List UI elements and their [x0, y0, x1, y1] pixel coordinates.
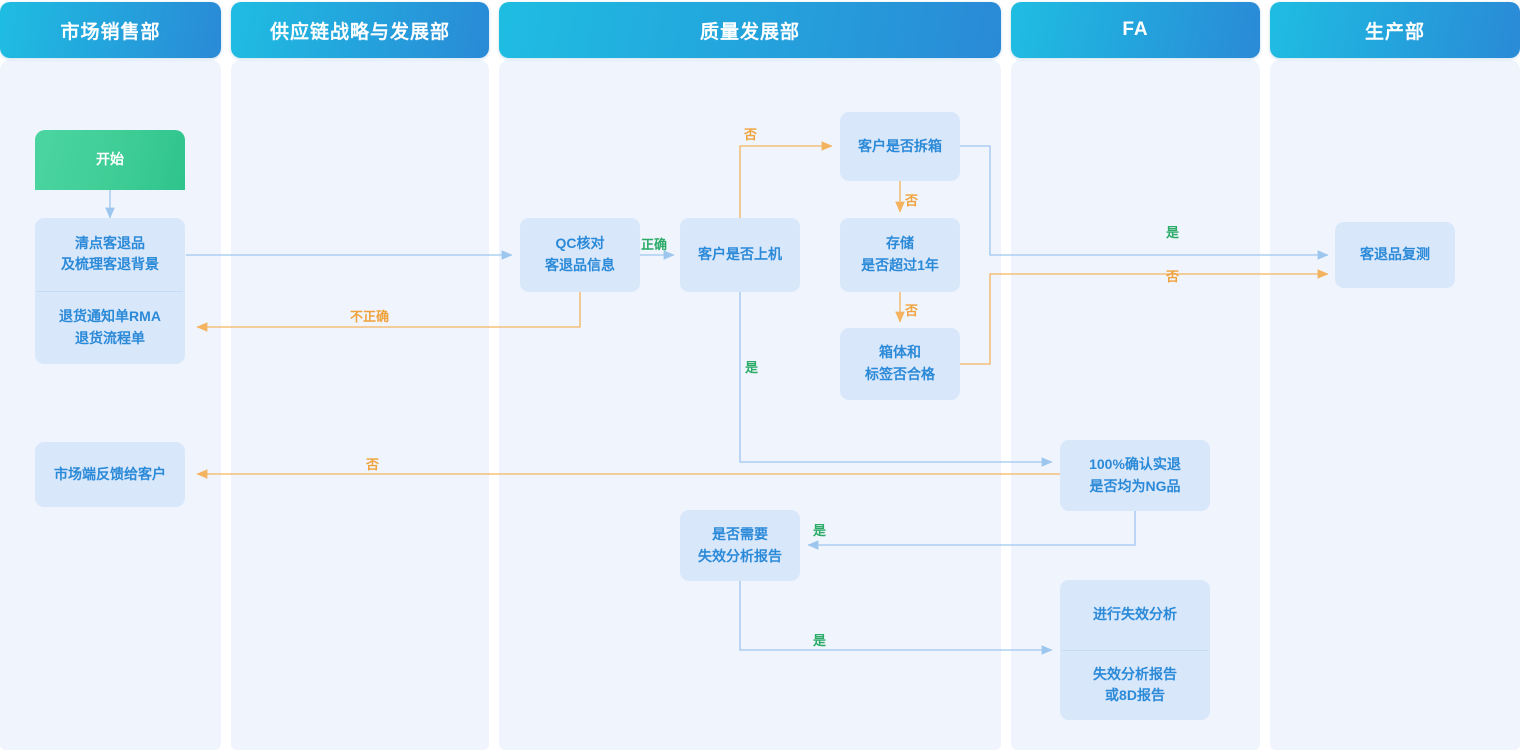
edge-label-no-market: 否 — [366, 457, 380, 472]
edge-label-yes-onboard: 是 — [745, 360, 759, 375]
lane-header-fa[interactable]: FA — [1011, 2, 1260, 58]
node-qc-check-line2: 客退品信息 — [545, 257, 615, 273]
node-do-fa-label: 进行失效分析 — [1093, 605, 1177, 622]
node-do-fa[interactable]: 进行失效分析 — [1060, 580, 1210, 650]
node-returns-stack[interactable]: 清点客退品 及梳理客退背景 退货通知单RMA 退货流程单 — [35, 218, 185, 364]
node-count-returns[interactable]: 清点客退品 及梳理客退背景 — [35, 218, 185, 291]
node-count-returns-line2: 及梳理客退背景 — [61, 256, 159, 273]
node-qc-check-line1: QC核对 — [555, 235, 605, 252]
edge-label-no-storage: 否 — [905, 193, 919, 208]
node-market-feedback[interactable]: 市场端反馈给客户 — [35, 442, 185, 507]
lane-body-production — [1270, 60, 1520, 750]
node-count-returns-line1: 清点客退品 — [75, 234, 145, 251]
lane-body-supply — [231, 60, 489, 750]
edge-label-yes-need-report: 是 — [813, 523, 827, 538]
node-fa-report-line1: 失效分析报告 — [1093, 665, 1177, 682]
node-confirm-ng-line2: 是否均为NG品 — [1089, 477, 1181, 494]
edge-label-incorrect: 不正确 — [350, 309, 390, 324]
lane-header-production[interactable]: 生产部 — [1270, 2, 1520, 58]
node-fa-report[interactable]: 失效分析报告 或8D报告 — [1060, 651, 1210, 721]
edge-label-yes-do-fa: 是 — [813, 633, 827, 648]
edge-label-no-unbox: 否 — [744, 127, 758, 142]
node-stack-divider — [37, 290, 183, 292]
node-customer-onboard-label: 客户是否上机 — [698, 246, 782, 263]
node-box-label-line2: 标签否合格 — [865, 366, 935, 382]
node-fa-report-line2: 或8D报告 — [1105, 687, 1165, 704]
lane-title-fa: FA — [1122, 19, 1149, 40]
node-market-feedback-label: 市场端反馈给客户 — [54, 465, 166, 482]
node-qc-check[interactable]: QC核对 客退品信息 — [520, 218, 640, 292]
node-confirm-ng-line1: 100%确认实退 — [1089, 455, 1181, 472]
lane-header-supply[interactable]: 供应链战略与发展部 — [231, 2, 489, 58]
node-need-fa-report[interactable]: 是否需要 失效分析报告 — [680, 510, 800, 581]
lane-title-quality: 质量发展部 — [699, 21, 800, 43]
node-rma[interactable]: 退货通知单RMA 退货流程单 — [35, 292, 185, 365]
node-rma-line1: 退货通知单RMA — [59, 308, 161, 325]
node-start[interactable]: 开始 — [35, 130, 185, 190]
node-customer-unbox[interactable]: 客户是否拆箱 — [840, 112, 960, 181]
edge-label-no-retest: 否 — [1166, 269, 1180, 284]
node-start-label: 开始 — [96, 151, 124, 168]
node-confirm-ng[interactable]: 100%确认实退 是否均为NG品 — [1060, 440, 1210, 511]
lane-title-supply: 供应链战略与发展部 — [269, 21, 450, 43]
edge-label-yes-retest: 是 — [1166, 225, 1180, 240]
edge-label-correct: 正确 — [641, 237, 668, 252]
node-need-fa-report-line1: 是否需要 — [712, 525, 768, 542]
node-retest-label: 客退品复测 — [1360, 246, 1430, 263]
node-fa-stack[interactable]: 进行失效分析 失效分析报告 或8D报告 — [1060, 580, 1210, 720]
node-customer-unbox-label: 客户是否拆箱 — [858, 137, 942, 154]
node-customer-onboard[interactable]: 客户是否上机 — [680, 218, 800, 292]
lane-title-sales: 市场销售部 — [60, 21, 161, 43]
node-box-label[interactable]: 箱体和 标签否合格 — [840, 328, 960, 400]
node-rma-line2: 退货流程单 — [75, 329, 145, 346]
node-storage-1yr[interactable]: 存储 是否超过1年 — [840, 218, 960, 292]
lane-title-production: 生产部 — [1364, 21, 1425, 43]
node-storage-1yr-line2: 是否超过1年 — [861, 257, 939, 273]
node-fa-stack-divider — [1062, 649, 1208, 651]
lane-header-sales[interactable]: 市场销售部 — [0, 2, 221, 58]
edge-label-no-box: 否 — [905, 303, 919, 318]
node-box-label-line1: 箱体和 — [879, 344, 921, 361]
node-retest[interactable]: 客退品复测 — [1335, 222, 1455, 288]
lane-header-quality[interactable]: 质量发展部 — [499, 2, 1001, 58]
node-need-fa-report-line2: 失效分析报告 — [698, 547, 782, 564]
node-storage-1yr-line1: 存储 — [886, 235, 914, 252]
